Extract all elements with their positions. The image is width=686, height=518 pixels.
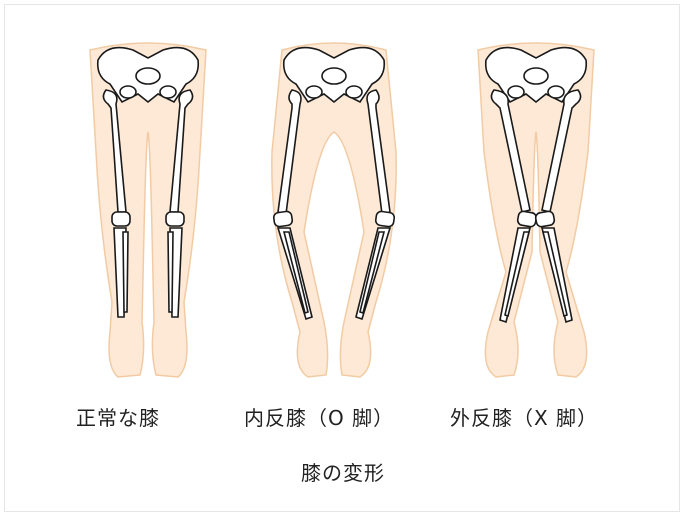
valgus-knee-illustration (466, 32, 606, 392)
varus-knee-illustration (264, 32, 404, 392)
caption-varus-knee: 内反膝（O 脚） (244, 402, 394, 431)
diagram-title: 膝の変形 (0, 457, 686, 486)
normal-knee-illustration (78, 32, 218, 392)
caption-valgus-knee: 外反膝（X 脚） (450, 402, 598, 431)
caption-normal-knee: 正常な膝 (76, 402, 160, 431)
figure-normal-knee (78, 32, 218, 392)
figure-varus-knee (264, 32, 404, 392)
figure-valgus-knee (466, 32, 606, 392)
